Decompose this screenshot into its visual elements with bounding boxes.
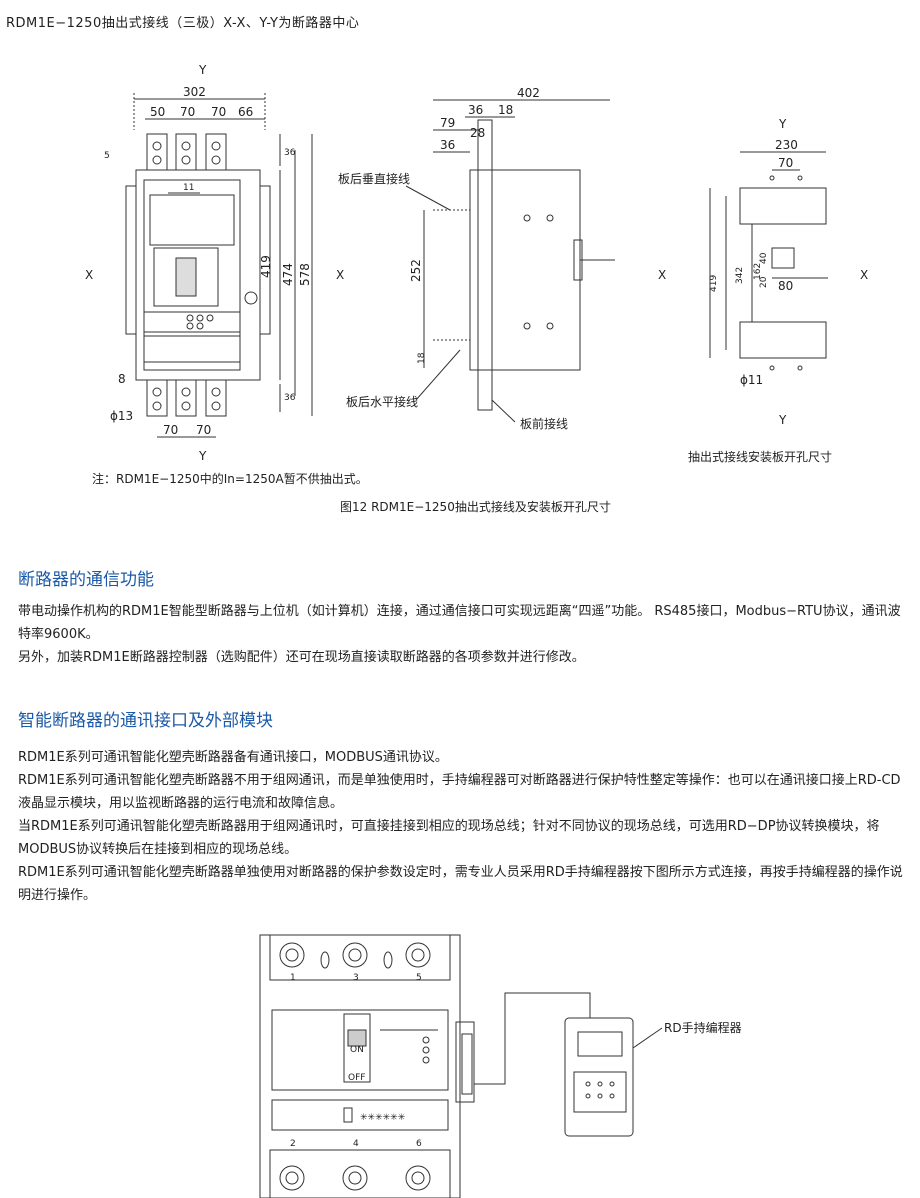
svg-text:5: 5: [416, 973, 422, 983]
axis-x-left-r: X: [336, 268, 344, 282]
svg-text:70: 70: [778, 156, 793, 170]
cable: [474, 992, 591, 1085]
svg-text:40: 40: [759, 252, 769, 264]
svg-text:OFF: OFF: [348, 1073, 365, 1083]
svg-text:18: 18: [498, 103, 513, 117]
figure-title: RDM1E−1250抽出式接线（三极）X-X、Y-Y为断路器中心: [6, 16, 360, 31]
figure-caption: 图12 RDM1E−1250抽出式接线及安装板开孔尺寸: [340, 500, 611, 514]
axis-x-left-l: X: [85, 268, 93, 282]
svg-text:66: 66: [238, 105, 253, 119]
svg-text:Y: Y: [778, 117, 787, 131]
svg-text:36: 36: [284, 393, 296, 403]
svg-text:3: 3: [353, 973, 359, 983]
svg-text:252: 252: [409, 259, 423, 282]
svg-text:162: 162: [753, 263, 763, 280]
svg-text:230: 230: [775, 138, 798, 152]
axis-y-bottom-left: Y: [198, 449, 207, 463]
section2-p3: 当RDM1E系列可通讯智能化塑壳断路器用于组网通讯时，可直接挂接到相应的现场总线…: [18, 819, 880, 857]
svg-text:302: 302: [183, 85, 206, 99]
svg-text:419: 419: [259, 255, 273, 278]
svg-text:79: 79: [440, 116, 455, 130]
section2-p1: RDM1E系列可通讯智能化塑壳断路器备有通讯接口，MODBUS通讯协议。: [18, 750, 448, 765]
svg-text:5: 5: [104, 151, 110, 161]
cutout-caption: 抽出式接线安装板开孔尺寸: [688, 450, 833, 464]
section2-body: RDM1E系列可通讯智能化塑壳断路器备有通讯接口，MODBUS通讯协议。 RDM…: [18, 746, 908, 907]
svg-text:36: 36: [440, 138, 455, 152]
svg-text:ON: ON: [350, 1045, 364, 1055]
svg-text:50: 50: [150, 105, 165, 119]
svg-text:402: 402: [517, 86, 540, 100]
svg-text:6: 6: [416, 1139, 422, 1149]
panel-cutout-view: Y X X Y 230 70 419 342 162 40 20 80 ϕ11: [658, 117, 868, 427]
svg-text:18: 18: [417, 352, 427, 364]
svg-text:2: 2: [290, 1139, 296, 1149]
svg-text:✳✳✳✳✳✳: ✳✳✳✳✳✳: [360, 1113, 406, 1123]
svg-text:11: 11: [183, 183, 194, 193]
svg-text:70: 70: [196, 423, 211, 437]
svg-text:342: 342: [735, 267, 745, 284]
axis-y-top-left: Y: [198, 63, 207, 77]
svg-text:ϕ13: ϕ13: [110, 409, 133, 423]
section1-heading: 断路器的通信功能: [18, 570, 154, 590]
section1-p2: 另外，加装RDM1E断路器控制器（选购配件）还可在现场直接读取断路器的各项参数并…: [18, 650, 585, 665]
svg-text:474: 474: [281, 263, 295, 286]
svg-text:70: 70: [211, 105, 226, 119]
svg-text:36: 36: [468, 103, 483, 117]
label-front: 板前接线: [520, 416, 568, 431]
label-rear-horizontal: 板后水平接线: [346, 394, 418, 409]
svg-text:80: 80: [778, 279, 793, 293]
section2-p2: RDM1E系列可通讯智能化塑壳断路器不用于组网通讯，而是单独使用时，手持编程器可…: [18, 773, 901, 811]
programmer-label: RD手持编程器: [664, 1020, 742, 1035]
svg-text:X: X: [860, 268, 868, 282]
svg-text:70: 70: [180, 105, 195, 119]
label-rear-vertical: 板后垂直接线: [338, 171, 410, 186]
svg-text:4: 4: [353, 1139, 359, 1149]
side-view: 402 36 18 79 28 36 252 18 板后垂直接线 板后水平接线 …: [338, 86, 615, 431]
section2-heading: 智能断路器的通讯接口及外部模块: [18, 711, 273, 731]
svg-text:1: 1: [290, 973, 296, 983]
svg-text:578: 578: [298, 263, 312, 286]
svg-text:Y: Y: [778, 413, 787, 427]
figure-note: 注：RDM1E−1250中的In=1250A暂不供抽出式。: [92, 472, 368, 486]
breaker-drawing: 1 3 5 ON OFF ✳✳✳✳✳✳ 2 4 6: [259, 934, 475, 1198]
svg-text:36: 36: [284, 148, 296, 158]
svg-text:ϕ11: ϕ11: [740, 373, 763, 387]
handheld-programmer: RD手持编程器: [564, 1017, 742, 1137]
section1-body: 带电动操作机构的RDM1E智能型断路器与上位机（如计算机）连接，通过通信接口可实…: [18, 600, 908, 669]
svg-text:419: 419: [709, 275, 719, 292]
svg-text:70: 70: [163, 423, 178, 437]
left-front-view: Y X X Y 302 50 70 70 66 5 11: [85, 63, 344, 463]
svg-text:8: 8: [118, 372, 126, 386]
svg-text:X: X: [658, 268, 666, 282]
section1-p1: 带电动操作机构的RDM1E智能型断路器与上位机（如计算机）连接，通过通信接口可实…: [18, 604, 901, 642]
svg-text:20: 20: [759, 276, 769, 288]
drawing-canvas: Y X X Y 302 50 70 70 66 5 11: [85, 63, 868, 463]
section2-p4: RDM1E系列可通讯智能化塑壳断路器单独使用对断路器的保护参数设定时，需专业人员…: [18, 865, 903, 903]
